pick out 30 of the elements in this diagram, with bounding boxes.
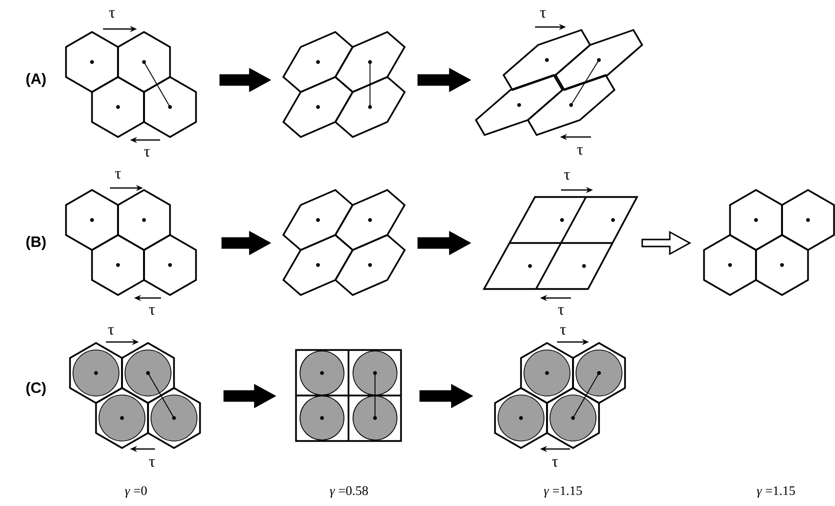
stress-symbol: τ [564,172,570,180]
panel-label: (B) [26,236,46,250]
cell-cluster-drawing [65,31,197,138]
block-arrow [418,230,472,256]
strain-label: γ =1.15 [544,486,582,498]
stress-symbol: τ [558,307,564,315]
strain-label: γ =0 [125,486,147,498]
block-arrow [222,230,272,256]
block-arrow [420,384,474,408]
strain-label: γ =0.58 [330,486,368,498]
block-arrow [642,230,692,256]
block-arrow [224,384,276,408]
cell-cluster-drawing [494,342,626,449]
block-arrow [418,68,472,92]
panel-label: (A) [26,73,46,87]
cell-cluster-drawing [295,349,402,442]
cell-cluster-drawing [282,189,406,296]
stress-symbol: τ [115,171,121,179]
block-arrow [220,68,272,92]
cell-cluster-drawing [703,189,835,296]
panel-label: (C) [26,382,46,396]
cell-cluster-drawing [282,31,406,138]
stress-symbol: τ [149,307,155,315]
stress-symbol: τ [144,149,150,157]
stress-symbol: τ [560,327,566,335]
stress-symbol: τ [577,147,583,155]
cell-cluster-drawing [69,342,201,449]
strain-label: γ =1.15 [756,486,795,498]
stress-symbol: τ [108,327,114,335]
cell-cluster-drawing [65,189,197,296]
